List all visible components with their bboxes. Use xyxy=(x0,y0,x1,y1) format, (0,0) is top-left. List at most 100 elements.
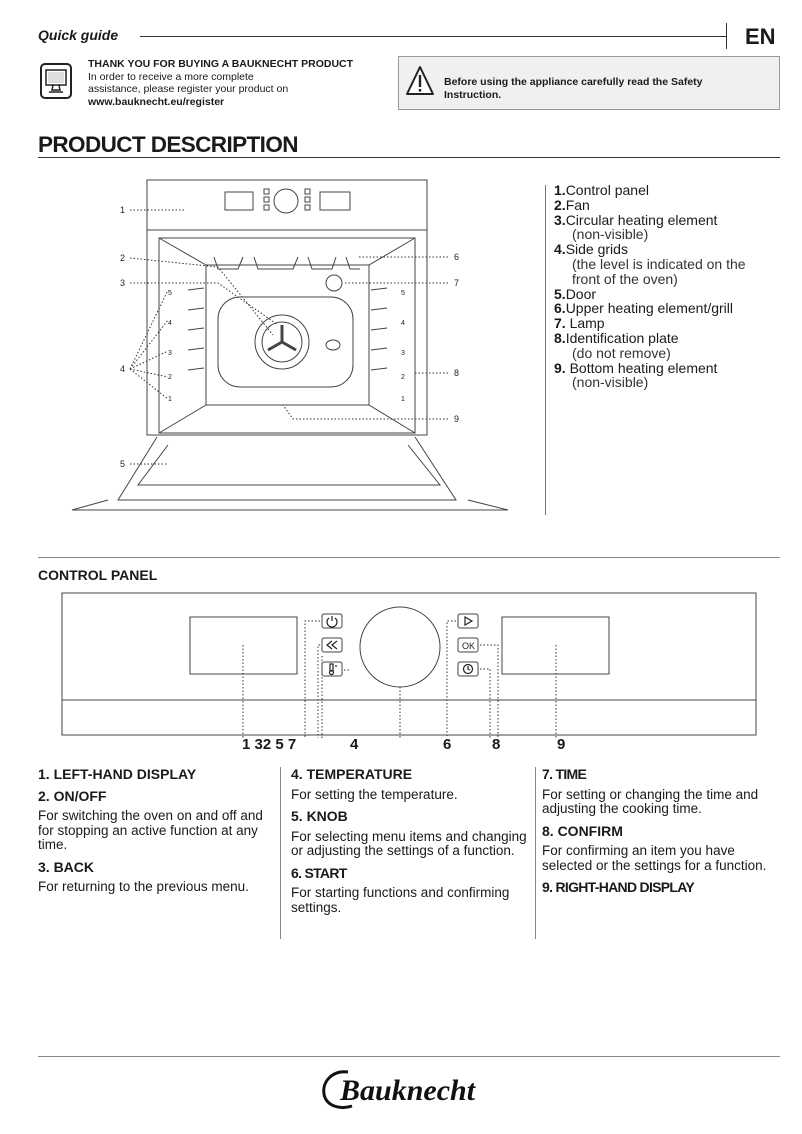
level-left-1: 1 xyxy=(168,396,172,403)
footer-rule xyxy=(38,1056,780,1057)
thanks-title: THANK YOU FOR BUYING A BAUKNECHT PRODUCT xyxy=(88,58,354,70)
control-panel-diagram: OK xyxy=(61,592,757,738)
register-notice: THANK YOU FOR BUYING A BAUKNECHT PRODUCT… xyxy=(88,58,353,108)
temperature-icon[interactable] xyxy=(328,663,338,676)
control-knob[interactable] xyxy=(359,606,441,688)
quick-guide-title: Quick guide xyxy=(38,27,119,43)
heading-right-display: 9. RIGHT-HAND DISPLAY xyxy=(542,879,695,895)
oven-label-2: 2 xyxy=(120,253,125,263)
level-right-5: 5 xyxy=(401,290,405,297)
callout-6: 6 xyxy=(443,736,452,753)
legend-label: Control panel xyxy=(565,182,649,198)
callout-1-3-2-5-7: 1 32 5 7 xyxy=(242,736,297,753)
column-divider-2 xyxy=(535,767,536,939)
level-left-5: 5 xyxy=(168,290,172,297)
safety-warning-box xyxy=(398,56,780,110)
level-left-3: 3 xyxy=(168,350,172,357)
heading-back: 3. BACK xyxy=(38,858,95,875)
text-temperature: For setting the temperature. xyxy=(291,786,458,802)
legend-note: (non-visible) xyxy=(572,374,649,391)
description-column-1: 1. LEFT-HAND DISPLAY 2. ON/OFF For switc… xyxy=(38,767,276,895)
text-confirm: For confirming an item you have selected… xyxy=(542,843,767,873)
column-divider-1 xyxy=(280,767,281,939)
description-column-2: 4. TEMPERATURE For setting the temperatu… xyxy=(291,767,529,915)
oven-label-4: 4 xyxy=(120,364,125,374)
text-on-off: For switching the oven on and off and fo… xyxy=(38,808,263,852)
legend-label: Upper heating element/grill xyxy=(565,300,734,317)
legend-label: Circular heating element xyxy=(565,211,718,228)
legend-note: front of the oven) xyxy=(572,270,678,287)
title-rule xyxy=(38,157,780,158)
heading-confirm: 8. CONFIRM xyxy=(542,822,623,839)
legend-number: 9. xyxy=(554,359,566,376)
heading-temperature: 4. TEMPERATURE xyxy=(291,766,413,782)
heading-knob: 5. KNOB xyxy=(291,808,348,824)
oven-label-5: 5 xyxy=(120,459,125,469)
legend-number: 7. xyxy=(554,315,566,332)
legend-note: (the level is indicated on the xyxy=(572,255,746,272)
legend-number: 5. xyxy=(554,285,566,302)
back-icon[interactable] xyxy=(326,640,338,650)
legend-note: (do not remove) xyxy=(572,344,671,361)
legend-item: 3.Circular heating element xyxy=(554,211,746,228)
legend-item: 5.Door xyxy=(554,285,746,302)
thanks-line1: In order to receive a more complete xyxy=(88,70,254,83)
legend-item: 8.Identification plate xyxy=(554,331,746,346)
product-description-title: PRODUCT DESCRIPTION xyxy=(38,132,298,157)
text-knob: For selecting menu items and changing or… xyxy=(291,828,527,858)
warning-icon xyxy=(406,66,434,95)
start-icon[interactable] xyxy=(464,615,474,627)
bauknecht-logo: Bauknecht xyxy=(322,1070,477,1109)
legend-label: Fan xyxy=(565,196,590,213)
legend-note: (non-visible) xyxy=(572,226,649,243)
section-separator xyxy=(38,557,780,558)
oven-label-1: 1 xyxy=(120,205,125,215)
callout-8: 8 xyxy=(492,736,501,753)
level-right-1: 1 xyxy=(401,396,405,403)
legend-label: Lamp xyxy=(565,315,605,332)
warning-line2: Instruction. xyxy=(444,88,502,101)
oven-label-6: 6 xyxy=(454,252,459,262)
legend-divider xyxy=(545,185,546,515)
heading-on-off: 2. ON/OFF xyxy=(38,787,107,804)
clock-icon[interactable] xyxy=(462,663,474,675)
header-divider xyxy=(726,23,727,49)
oven-label-3: 3 xyxy=(120,278,125,288)
oven-diagram: 1 2 3 4 5 6 7 8 9 5 4 3 2 1 5 4 3 2 1 xyxy=(71,179,509,511)
level-right-3: 3 xyxy=(401,350,405,357)
legend-number: 6. xyxy=(554,300,566,317)
text-start: For starting functions and confirming se… xyxy=(291,885,510,915)
legend-label: Identification plate xyxy=(565,329,679,346)
monitor-icon xyxy=(40,63,72,99)
header-rule xyxy=(140,36,726,37)
oven-label-7: 7 xyxy=(454,278,459,288)
control-panel-title: CONTROL PANEL xyxy=(38,567,158,583)
oven-label-9: 9 xyxy=(454,414,459,424)
legend-label: Side grids xyxy=(565,241,628,258)
legend-item: 9. Bottom heating element xyxy=(554,359,746,376)
callout-9: 9 xyxy=(557,736,566,753)
safety-warning-text: Before using the appliance carefully rea… xyxy=(444,76,764,101)
legend-number: 3. xyxy=(554,211,566,228)
legend-item: 2.Fan xyxy=(554,196,746,213)
text-back: For returning to the previous menu. xyxy=(38,879,249,894)
legend-item: 7. Lamp xyxy=(554,316,746,331)
thanks-line2: assistance, please register your product… xyxy=(88,83,289,96)
legend-number: 2. xyxy=(554,196,566,213)
power-icon[interactable] xyxy=(326,616,338,628)
heading-start: 6. START xyxy=(291,864,347,881)
legend-item: 1.Control panel xyxy=(554,183,746,198)
brand-name: Bauknecht xyxy=(339,1074,477,1107)
ok-button[interactable]: OK xyxy=(462,641,475,651)
level-right-4: 4 xyxy=(401,320,405,327)
oven-label-8: 8 xyxy=(454,368,459,378)
level-left-4: 4 xyxy=(168,320,172,327)
legend-number: 4. xyxy=(554,241,566,258)
legend-number: 1. xyxy=(554,182,566,198)
legend-number: 8. xyxy=(554,329,566,346)
level-right-2: 2 xyxy=(401,374,405,381)
description-column-3: 7. TIME For setting or changing the time… xyxy=(542,767,780,901)
warning-line1: Before using the appliance carefully rea… xyxy=(444,76,703,88)
register-link[interactable]: www.bauknecht.eu/register xyxy=(88,95,225,108)
